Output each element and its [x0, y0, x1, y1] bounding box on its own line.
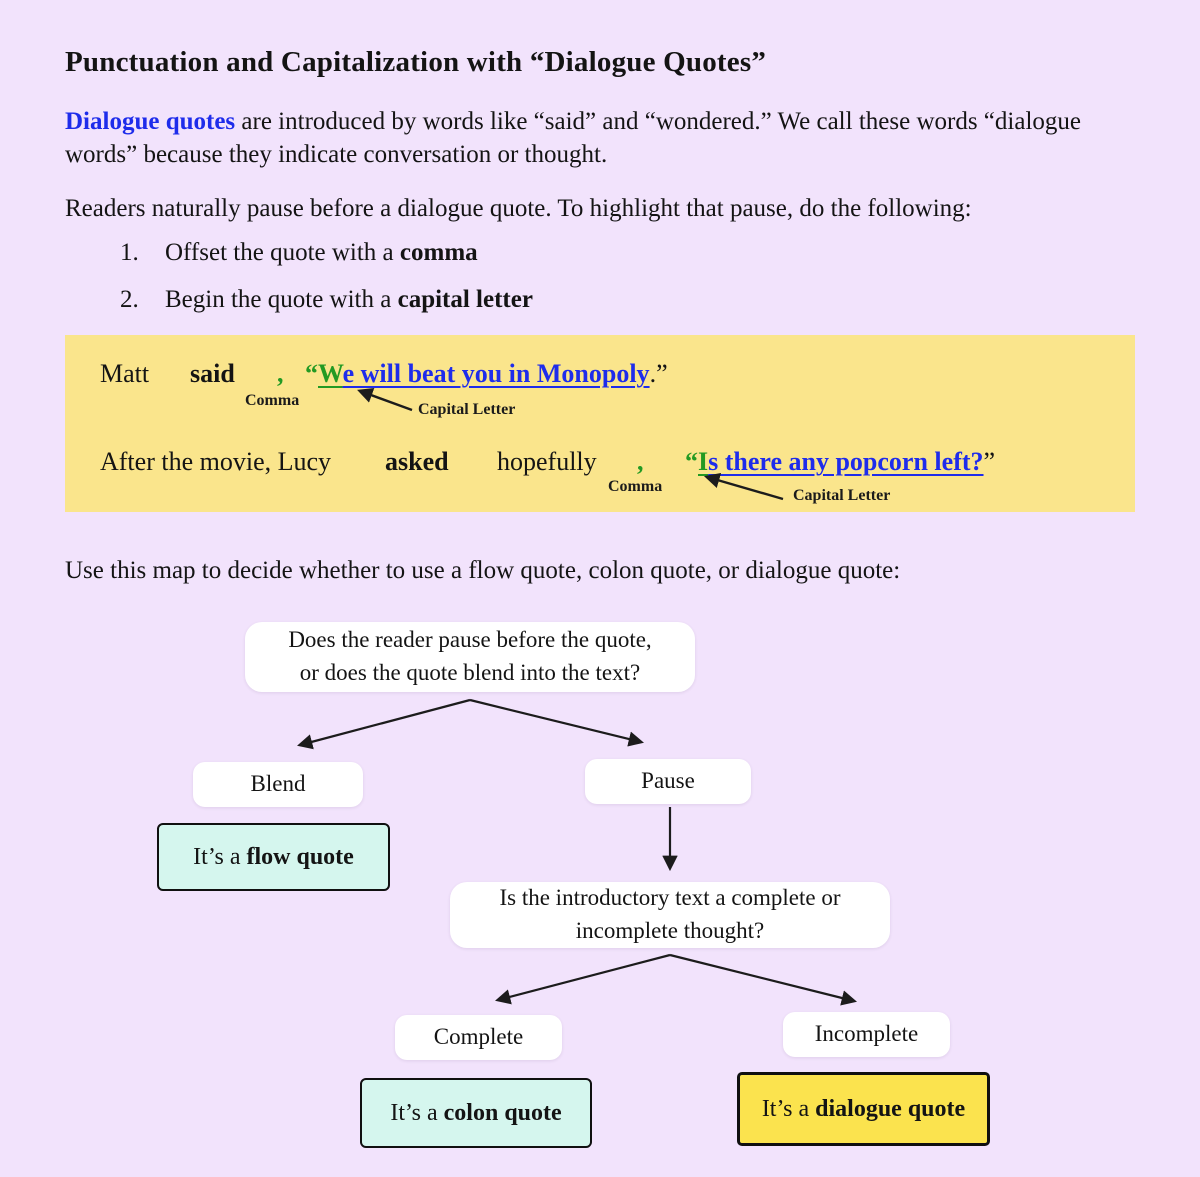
- list-text: Begin the quote with a: [165, 286, 398, 313]
- arrow-q2-to-complete: [495, 953, 671, 1005]
- list-item-2: 2. Begin the quote with a capital letter: [120, 286, 533, 314]
- dialogue-quotes-term: Dialogue quotes: [65, 108, 236, 135]
- ex1-comma: ,: [277, 359, 284, 388]
- ex2-intro: After the movie, Lucy: [100, 447, 332, 476]
- decision-flowchart: Does the reader pause before the quote, …: [0, 600, 1200, 1177]
- result-box-dialogue-quote: It’s a dialogue quote: [737, 1072, 990, 1146]
- ex1-capital-letter: W: [318, 359, 343, 388]
- ex2-capital-letter: I: [698, 447, 709, 476]
- question-line: incomplete thought?: [575, 918, 765, 943]
- ex1-capital-letter-arrow: [357, 387, 413, 412]
- page-title: Punctuation and Capitalization with “Dia…: [65, 46, 767, 78]
- option-box-pause: Pause: [585, 759, 751, 804]
- option-box-blend: Blend: [193, 762, 363, 807]
- option-box-complete: Complete: [395, 1015, 562, 1060]
- question-line: Is the introductory text a complete or: [499, 885, 841, 911]
- option-box-incomplete: Incomplete: [783, 1012, 950, 1057]
- ex1-quote-text: e will beat you in Monopoly: [342, 359, 650, 388]
- result-term: colon quote: [443, 1099, 562, 1126]
- arrow-q1-to-blend: [297, 698, 471, 750]
- ex2-dialogue-word: asked: [385, 447, 449, 476]
- result-text: It’s a: [390, 1099, 444, 1126]
- result-box-colon-quote: It’s a colon quote: [360, 1078, 592, 1148]
- question-box-complete-or-incomplete: Is the introductory text a complete or i…: [450, 882, 890, 948]
- ex2-quote-text: s there any popcorn left?: [708, 447, 984, 476]
- list-text: Offset the quote with a: [165, 239, 400, 266]
- map-intro: Use this map to decide whether to use a …: [65, 557, 901, 584]
- ex2-open-quote: “: [685, 447, 698, 476]
- intro-paragraph: Dialogue quotes are introduced by words …: [65, 105, 1095, 171]
- ex1-subject: Matt: [100, 359, 150, 388]
- list-bold-term: capital letter: [397, 286, 533, 313]
- ex2-capital-letter-arrow: [704, 472, 784, 501]
- ex2-capital-label: Capital Letter: [793, 487, 891, 504]
- arrow-q1-to-pause: [469, 698, 644, 747]
- ex1-close-quote: .”: [649, 359, 668, 388]
- result-text: It’s a: [193, 843, 247, 870]
- question-box-pause-or-blend: Does the reader pause before the quote, …: [245, 622, 695, 692]
- ex1-comma-label: Comma: [245, 392, 300, 409]
- ex2-close-quote: ”: [983, 447, 996, 476]
- result-text: It’s a: [761, 1095, 816, 1122]
- question-line: Does the reader pause before the quote,: [288, 627, 652, 653]
- result-box-flow-quote: It’s a flow quote: [157, 823, 390, 891]
- result-term: flow quote: [246, 843, 354, 870]
- ex1-open-quote: “: [305, 359, 318, 388]
- ex1-dialogue-word: said: [190, 359, 235, 388]
- intro-paragraph-text: are introduced by words like “said” and …: [65, 108, 1081, 168]
- ex1-quote: “We will beat you in Monopoly.”: [305, 359, 668, 389]
- arrow-q2-to-incomplete: [669, 953, 857, 1006]
- list-item-1: 1. Offset the quote with a comma: [120, 239, 478, 267]
- list-number: 2.: [120, 286, 139, 313]
- flowchart-arrows: [297, 698, 857, 1006]
- question-line: or does the quote blend into the text?: [299, 660, 641, 685]
- ex1-capital-label: Capital Letter: [418, 401, 516, 418]
- list-bold-term: comma: [399, 239, 478, 266]
- ex2-adverb: hopefully: [497, 447, 597, 476]
- example-band: Matt said , “We will beat you in Monopol…: [65, 335, 1135, 512]
- list-number: 1.: [120, 239, 139, 266]
- ex2-quote: “Is there any popcorn left?”: [685, 447, 995, 477]
- result-term: dialogue quote: [815, 1095, 966, 1122]
- ex2-comma: ,: [637, 447, 644, 476]
- ex2-comma-label: Comma: [608, 478, 663, 495]
- pause-paragraph: Readers naturally pause before a dialogu…: [65, 195, 972, 222]
